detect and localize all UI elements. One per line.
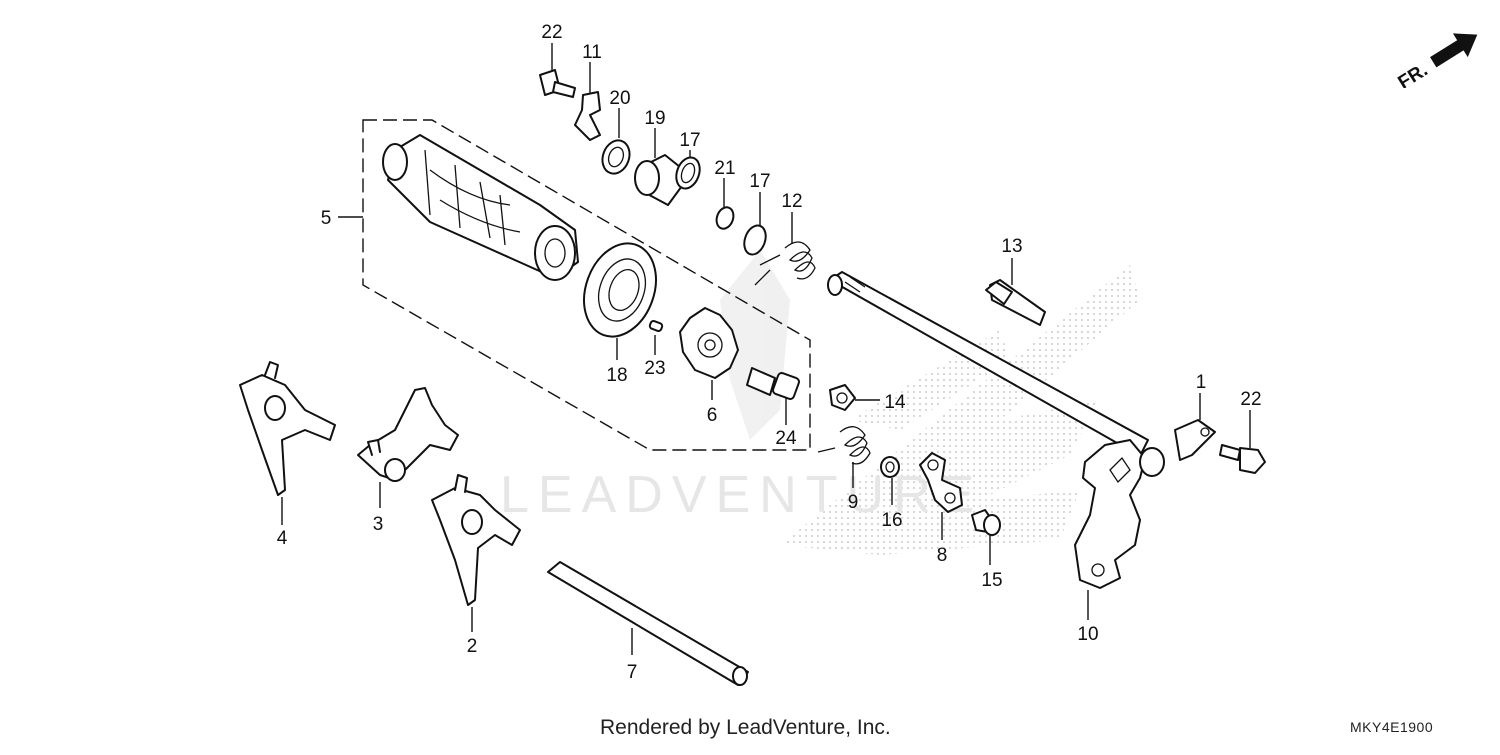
callout-12: 12 [781,191,802,212]
shift-drum-center [679,307,739,379]
callout-14: 14 [884,392,906,413]
assembly-outline [362,119,811,451]
socket-bolt [746,367,800,400]
callout-24: 24 [775,428,797,449]
callout-11: 11 [582,42,602,63]
watermark-text: LEADVENTURE [500,466,983,524]
gearshift-arm [1074,439,1165,589]
plate-1 [1174,419,1216,461]
shift-fork-4 [239,361,336,496]
direction-label: FR. [1395,60,1432,88]
render-credit: Rendered by LeadVenture, Inc. [600,716,891,739]
dowel-pin [648,320,664,332]
fork-shaft [547,561,749,686]
bolt-15 [971,509,1001,536]
callout-17a: 17 [679,130,700,151]
callout-3: 3 [373,514,384,535]
callout-7: 7 [627,662,638,683]
callout-8: 8 [937,545,948,566]
callout-22b: 22 [1240,389,1261,410]
bearing [583,242,657,338]
callout-13: 13 [1001,236,1022,257]
flange-bolt-22b [1219,444,1266,474]
washer-17b [743,224,767,256]
circlip-21 [715,206,735,230]
callout-21: 21 [714,158,735,179]
callout-1: 1 [1196,372,1207,393]
flange-bolt-22a [539,69,576,98]
shift-fork-3 [357,387,459,482]
spring-12 [754,241,816,286]
callout-10: 10 [1077,624,1098,645]
callout-16: 16 [881,510,902,531]
washer-20 [601,139,631,175]
callout-22a: 22 [541,22,562,43]
washer-16 [880,456,900,478]
shift-drum [382,134,579,281]
callout-4: 4 [277,528,288,549]
gearshift-spindle [827,271,1149,457]
bracket-11 [574,91,601,141]
callout-2: 2 [467,636,478,657]
callout-20: 20 [609,88,630,109]
callout-15: 15 [981,570,1002,591]
callout-18: 18 [606,365,627,386]
direction-arrow-icon [1430,33,1478,68]
stopper-bolt [985,279,1046,326]
callout-5: 5 [321,208,332,229]
stopper-arm [919,452,963,513]
callout-9: 9 [848,492,859,513]
callout-23: 23 [644,358,665,379]
callout-17b: 17 [749,171,770,192]
front-direction-indicator: FR. [1395,33,1478,88]
return-spring-9 [817,426,871,465]
diagram-code: MKY4E1900 [1350,719,1434,735]
callout-19: 19 [644,108,665,129]
shift-fork-2 [431,474,521,606]
callout-6: 6 [707,405,718,426]
callout-labels: 22 11 20 19 17 21 17 12 5 18 23 6 24 14 … [277,22,1262,683]
bolt-14 [829,384,856,411]
